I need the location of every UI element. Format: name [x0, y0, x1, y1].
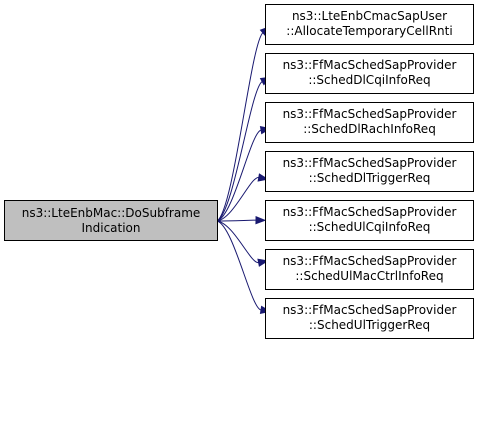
target-node-box: [265, 4, 474, 45]
target-node-label-line1: ns3::FfMacSchedSapProvider: [283, 58, 457, 72]
call-edge-6: [216, 220, 262, 311]
target-node-4[interactable]: ns3::FfMacSchedSapProvider::SchedUlCqiIn…: [265, 200, 474, 241]
target-node-1[interactable]: ns3::FfMacSchedSapProvider::SchedDlCqiIn…: [265, 53, 474, 94]
target-node-label-line2: ::SchedUlCqiInfoReq: [309, 220, 431, 234]
target-node-box: [265, 249, 474, 290]
target-node-box: [265, 200, 474, 241]
target-node-label-line2: ::SchedUlTriggerReq: [309, 318, 430, 332]
target-node-label-line2: ::SchedDlRachInfoReq: [303, 122, 436, 136]
source-node-label-line1: ns3::LteEnbMac::DoSubframe: [22, 206, 201, 220]
target-nodes: ns3::LteEnbCmacSapUser::AllocateTemporar…: [265, 4, 474, 339]
target-node-label-line2: ::SchedUlMacCtrlInfoReq: [295, 269, 443, 283]
target-node-label-line1: ns3::FfMacSchedSapProvider: [283, 107, 457, 121]
call-edges: [216, 25, 272, 315]
call-edge-0: [216, 32, 264, 222]
target-node-5[interactable]: ns3::FfMacSchedSapProvider::SchedUlMacCt…: [265, 249, 474, 290]
target-node-2[interactable]: ns3::FfMacSchedSapProvider::SchedDlRachI…: [265, 102, 474, 143]
call-edge-2: [216, 129, 262, 222]
target-node-0[interactable]: ns3::LteEnbCmacSapUser::AllocateTemporar…: [265, 4, 474, 45]
target-node-3[interactable]: ns3::FfMacSchedSapProvider::SchedDlTrigg…: [265, 151, 474, 192]
target-node-6[interactable]: ns3::FfMacSchedSapProvider::SchedUlTrigg…: [265, 298, 474, 339]
target-node-label-line1: ns3::FfMacSchedSapProvider: [283, 254, 457, 268]
target-node-label-line2: ::SchedDlCqiInfoReq: [308, 73, 430, 87]
target-node-label-line1: ns3::FfMacSchedSapProvider: [283, 205, 457, 219]
call-edge-3: [216, 176, 259, 222]
target-node-box: [265, 102, 474, 143]
target-node-box: [265, 298, 474, 339]
call-edge-1: [216, 81, 263, 222]
call-edge-5: [216, 220, 259, 264]
target-node-label-line1: ns3::LteEnbCmacSapUser: [292, 9, 447, 23]
arrowhead-icon: [255, 215, 267, 225]
target-node-label-line2: ::SchedDlTriggerReq: [309, 171, 431, 185]
target-node-label-line2: ::AllocateTemporaryCellRnti: [286, 24, 452, 38]
source-node-label-line2: Indication: [81, 221, 140, 235]
target-node-label-line1: ns3::FfMacSchedSapProvider: [283, 303, 457, 317]
source-node[interactable]: ns3::LteEnbMac::DoSubframe Indication: [4, 200, 218, 241]
source-node-box: [4, 200, 218, 241]
target-node-box: [265, 53, 474, 94]
call-edge-4: [216, 219, 257, 222]
target-node-box: [265, 151, 474, 192]
target-node-label-line1: ns3::FfMacSchedSapProvider: [283, 156, 457, 170]
